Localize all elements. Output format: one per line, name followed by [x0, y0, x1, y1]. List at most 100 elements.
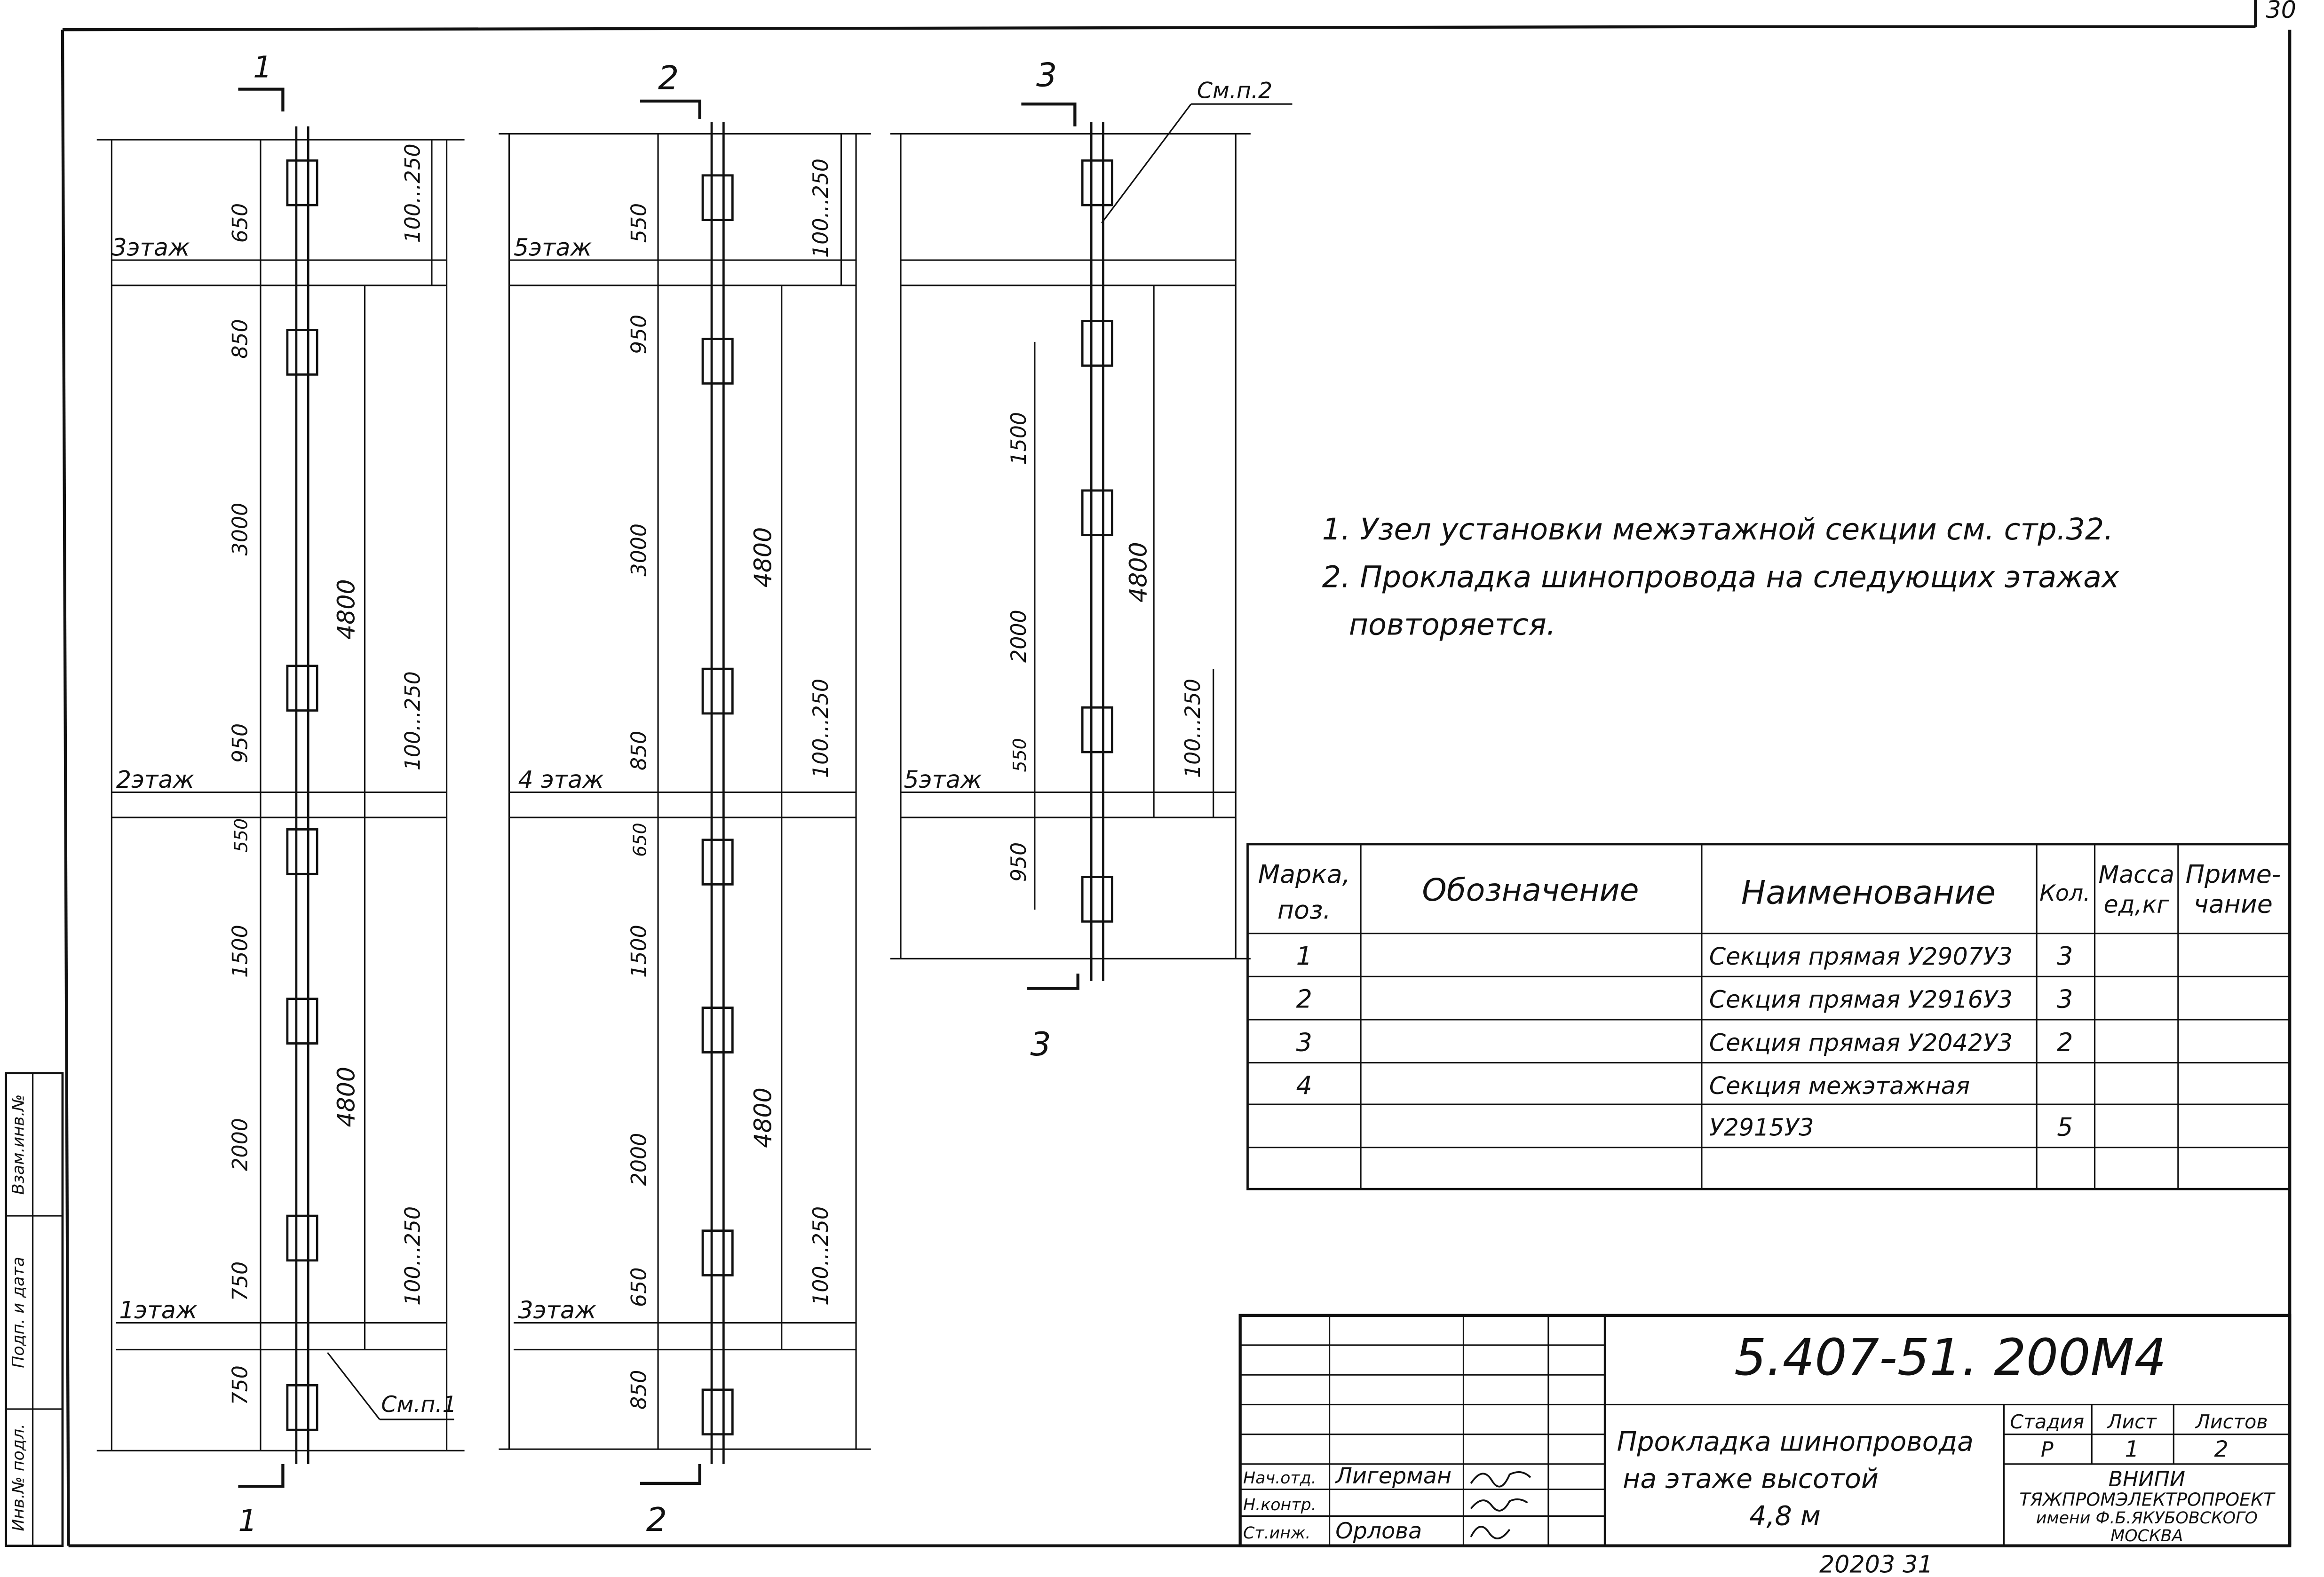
frame-left [61, 30, 70, 1546]
sheet-label: Лист [2107, 1411, 2157, 1433]
page-number: 30 [2266, 0, 2296, 24]
dim-label: 2000 [1007, 610, 1031, 663]
dim-label: 650 [228, 203, 252, 243]
section-2-top-label: 2 [658, 59, 679, 97]
drawing-title: Прокладка шинопровода [1617, 1426, 1973, 1457]
footer-number: 20203 31 [1819, 1551, 1933, 1577]
cell-name: Секция прямая У2042У3 [1709, 1029, 2013, 1056]
cell-mark: 3 [1296, 1027, 1312, 1057]
cell-qty: 3 [2057, 941, 2073, 971]
section-3-bottom-label: 3 [1030, 1025, 1051, 1063]
cell-qty: 3 [2057, 984, 2073, 1014]
dim-label: 950 [1007, 842, 1031, 882]
dim-height: 4800 [749, 1087, 777, 1148]
dim-gap: 100...250 [401, 671, 425, 770]
dim-label: 2000 [228, 1118, 252, 1171]
section-2-floor-label: 3этаж [518, 1296, 597, 1324]
signature-mark [1470, 1498, 1528, 1512]
stamp-original-inv: Инв.№ подл. [9, 1424, 28, 1531]
dim-label: 750 [228, 1365, 252, 1405]
dim-label: 850 [228, 319, 252, 358]
signature-mark [1470, 1471, 1531, 1488]
header-designation: Обозначение [1422, 872, 1639, 908]
drawing-title: 4,8 м [1749, 1500, 1821, 1531]
dim-gap: 100...250 [401, 1206, 425, 1306]
spec-table: Марка, поз. Обозначение Наименование Кол… [1246, 843, 2291, 1190]
sheets-label: Листов [2195, 1411, 2268, 1433]
section-1-top-label: 1 [253, 49, 272, 84]
stamp-replacement: Взам.инв.№ [9, 1094, 28, 1195]
section-1: 1 1 3этаж 2этаж 1этаж 650 850 3000 950 5… [96, 49, 465, 1538]
section-3: 3 3 5этаж 1500 2000 550 950 4800 100...2… [890, 56, 1293, 1063]
signature-mark [1470, 1526, 1511, 1539]
section-3-callout: См.п.2 [1197, 78, 1272, 104]
stage-label: Стадия [2010, 1411, 2084, 1433]
dim-label: 950 [627, 315, 651, 354]
section-2: 2 2 5этаж 4 этаж 3этаж 550 950 3000 850 … [499, 59, 871, 1539]
role-label: Ст.инж. [1243, 1524, 1310, 1543]
role-person: Орлова [1335, 1518, 1422, 1544]
cell-qty: 2 [2057, 1027, 2073, 1057]
dim-gap: 100...250 [1181, 679, 1205, 778]
note-line: повторяется. [1349, 607, 1556, 642]
dim-label: 550 [1009, 738, 1030, 772]
cell-mark: 1 [1296, 941, 1312, 971]
header-note: Приме- [2186, 859, 2281, 889]
section-1-bottom-label: 1 [238, 1503, 257, 1538]
cell-name: У2915У3 [1709, 1113, 1814, 1141]
dim-label: 1500 [627, 925, 651, 978]
sheets-value: 2 [2214, 1436, 2228, 1462]
dim-label: 1500 [1007, 412, 1031, 465]
dim-height: 4800 [1124, 542, 1152, 602]
org-name: ТЯЖПРОМЭЛЕКТРОПРОЕКТ [2019, 1489, 2276, 1510]
side-stamp: Взам.инв.№ Подп. и дата Инв.№ подл. [5, 1072, 64, 1547]
org-name: ВНИПИ [2109, 1467, 2185, 1491]
sheet-value: 1 [2125, 1436, 2139, 1462]
drawing-title: на этаже высотой [1623, 1463, 1879, 1494]
dim-gap: 100...250 [809, 679, 833, 778]
dim-label: 850 [627, 731, 651, 770]
dim-gap: 100...250 [809, 1206, 833, 1306]
org-name: имени Ф.Б.ЯКУБОВСКОГО [2036, 1509, 2258, 1528]
notes: 1. Узел установки межэтажной секции см. … [1322, 512, 2119, 642]
header-mass: ед,кг [2103, 890, 2169, 918]
section-1-floor-label: 1этаж [119, 1296, 198, 1324]
dim-label: 950 [228, 723, 252, 763]
dim-gap: 100...250 [809, 158, 833, 258]
cell-mark: 2 [1296, 984, 1312, 1014]
dim-height: 4800 [332, 1067, 360, 1127]
dim-label: 3000 [228, 503, 252, 556]
dim-gap: 100...250 [401, 143, 425, 243]
section-1-floor-label: 3этаж [111, 234, 190, 262]
header-qty: Кол. [2039, 880, 2090, 906]
header-mass: Масса [2098, 861, 2174, 888]
cell-qty: 5 [2057, 1112, 2073, 1141]
drawing-code: 5.407-51. 200М4 [1734, 1328, 2166, 1387]
dim-height: 4800 [332, 579, 360, 640]
dim-label: 650 [630, 823, 650, 856]
cell-name: Секция прямая У2916У3 [1709, 986, 2013, 1014]
dim-label: 550 [230, 818, 251, 852]
section-2-floor-label: 4 этаж [518, 766, 604, 793]
header-note: чание [2194, 889, 2273, 919]
dim-label: 1500 [228, 925, 252, 978]
section-2-floor-label: 5этаж [514, 234, 592, 262]
header-mark: поз. [1277, 895, 1331, 925]
cell-name: Секция межэтажная [1709, 1072, 1970, 1100]
section-1-callout: См.п.1 [381, 1392, 456, 1418]
dim-label: 2000 [627, 1133, 651, 1186]
title-block: 5.407-51. 200М4 Прокладка шинопровода на… [1238, 1314, 2292, 1547]
dim-label: 850 [627, 1370, 651, 1410]
section-1-floor-label: 2этаж [116, 766, 195, 793]
role-label: Н.контр. [1243, 1496, 1317, 1514]
section-2-bottom-label: 2 [646, 1501, 667, 1539]
stamp-signature-date: Подп. и дата [9, 1257, 28, 1368]
note-line: 1. Узел установки межэтажной секции см. … [1322, 512, 2114, 547]
frame-top [62, 25, 2256, 32]
cell-mark: 4 [1296, 1070, 1312, 1100]
header-name: Наименование [1741, 873, 1996, 911]
role-label: Нач.отд. [1243, 1469, 1317, 1488]
role-person: Лигерман [1334, 1463, 1452, 1489]
dim-label: 650 [627, 1268, 651, 1307]
